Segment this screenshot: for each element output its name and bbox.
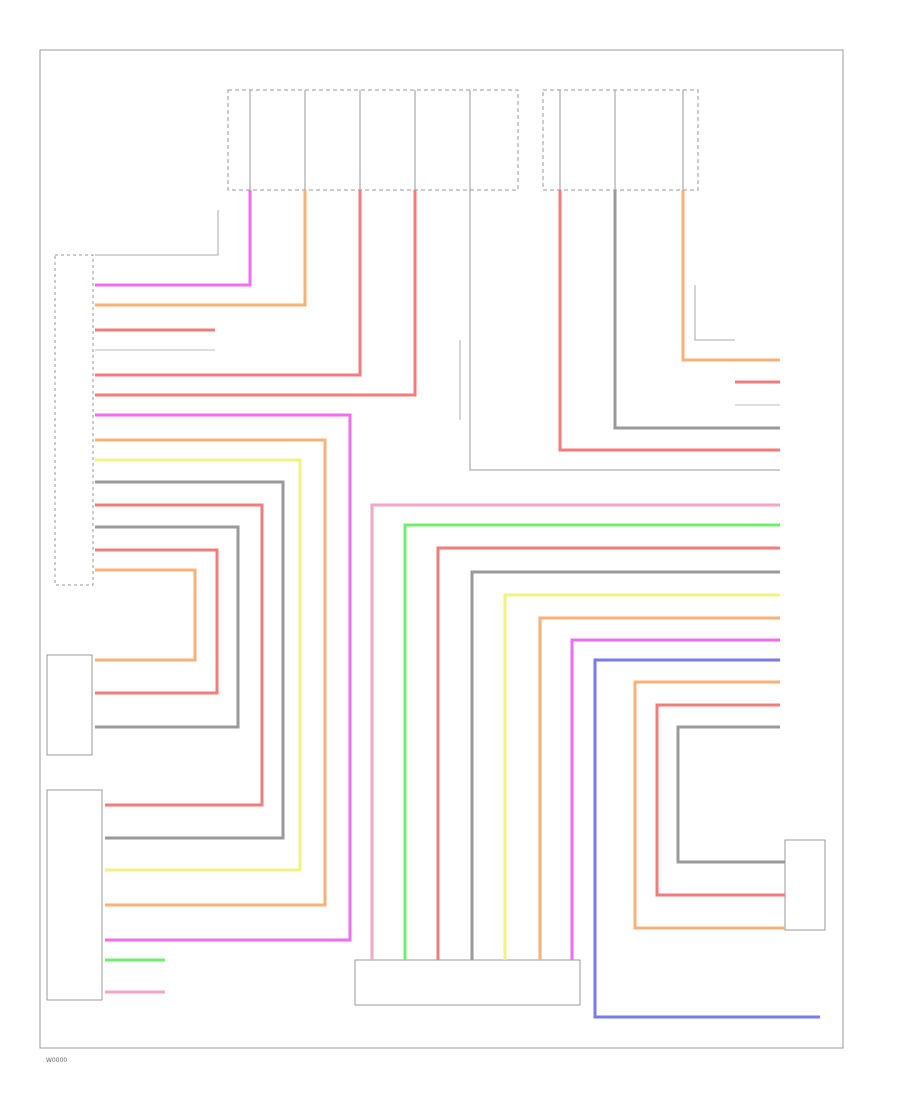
footer-code: W0000 — [46, 1057, 67, 1064]
left-wires — [95, 190, 417, 994]
switch-box-right — [784, 839, 826, 931]
switch-box-left — [46, 654, 93, 756]
fuse-box-right — [542, 89, 699, 191]
control-unit-left — [54, 254, 94, 586]
fuse-drops — [249, 90, 684, 190]
fuse-box-left — [227, 89, 519, 191]
reference-lines — [95, 210, 735, 420]
diagram-frame — [39, 49, 844, 1049]
switch-box-left-lower — [46, 789, 103, 1001]
right-wires — [370, 190, 820, 1019]
switch-box-bottom — [354, 959, 581, 1006]
